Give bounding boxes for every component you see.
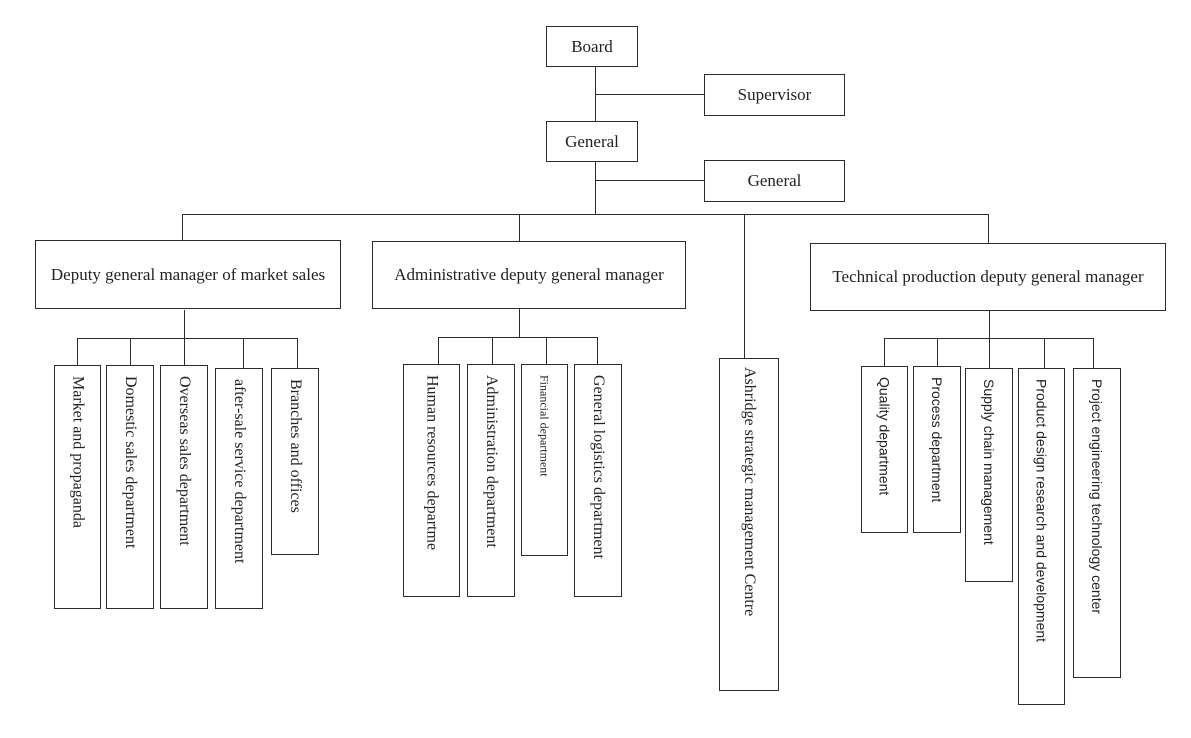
general-assistant-label: General — [747, 171, 802, 190]
board-label: Board — [571, 36, 613, 56]
supervisor-label: Supervisor — [737, 85, 812, 104]
admin-dept-label: General logistics department — [590, 375, 607, 559]
market-dept-label: after-sale service department — [231, 379, 248, 564]
deputy-technical-node: Technical production deputy general mana… — [810, 243, 1166, 311]
market-dept-node: Branches and offices — [271, 368, 319, 555]
admin-dept-node: Financial department — [521, 364, 568, 556]
deputy-market-sales-label: Deputy general manager of market sales — [50, 264, 326, 284]
technical-dept-node: Quality department — [861, 366, 908, 533]
admin-dept-node: General logistics department — [574, 364, 622, 597]
market-dept-node: Domestic sales department — [106, 365, 154, 609]
technical-dept-node: Product design research and development — [1018, 368, 1065, 705]
ashridge-centre-label: Ashridge strategic management Centre — [741, 367, 758, 617]
technical-dept-label: Process department — [929, 377, 945, 503]
ashridge-centre-node: Ashridge strategic management Centre — [719, 358, 779, 691]
admin-dept-label: Human resources departme — [423, 375, 441, 551]
market-dept-node: Overseas sales department — [160, 365, 208, 609]
market-dept-label: Overseas sales department — [176, 376, 193, 546]
admin-dept-node: Administration department — [467, 364, 515, 597]
market-dept-node: after-sale service department — [215, 368, 263, 609]
admin-dept-node: Human resources departme — [403, 364, 460, 597]
admin-dept-label: Administration department — [483, 375, 500, 548]
supervisor-node: Supervisor — [704, 74, 845, 116]
technical-dept-node: Supply chain management — [965, 368, 1013, 582]
deputy-technical-label: Technical production deputy general mana… — [832, 267, 1144, 286]
market-dept-node: Market and propaganda — [54, 365, 101, 609]
deputy-administrative-label: Administrative deputy general manager — [394, 265, 664, 284]
deputy-market-sales-node: Deputy general manager of market sales — [35, 240, 341, 309]
market-dept-label: Domestic sales department — [122, 376, 139, 549]
admin-dept-label: Financial department — [537, 375, 552, 477]
technical-dept-node: Process department — [913, 366, 961, 533]
technical-dept-label: Supply chain management — [981, 379, 997, 545]
technical-dept-label: Product design research and development — [1033, 379, 1050, 643]
market-dept-label: Market and propaganda — [69, 376, 87, 528]
technical-dept-label: Project engineering technology center — [1089, 379, 1105, 615]
technical-dept-node: Project engineering technology center — [1073, 368, 1121, 678]
general-manager-label: General — [565, 131, 619, 151]
technical-dept-label: Quality department — [876, 377, 893, 496]
market-dept-label: Branches and offices — [287, 379, 304, 513]
general-assistant-node: General — [704, 160, 845, 202]
general-manager-node: General — [546, 121, 638, 162]
board-node: Board — [546, 26, 638, 67]
deputy-administrative-node: Administrative deputy general manager — [372, 241, 686, 309]
